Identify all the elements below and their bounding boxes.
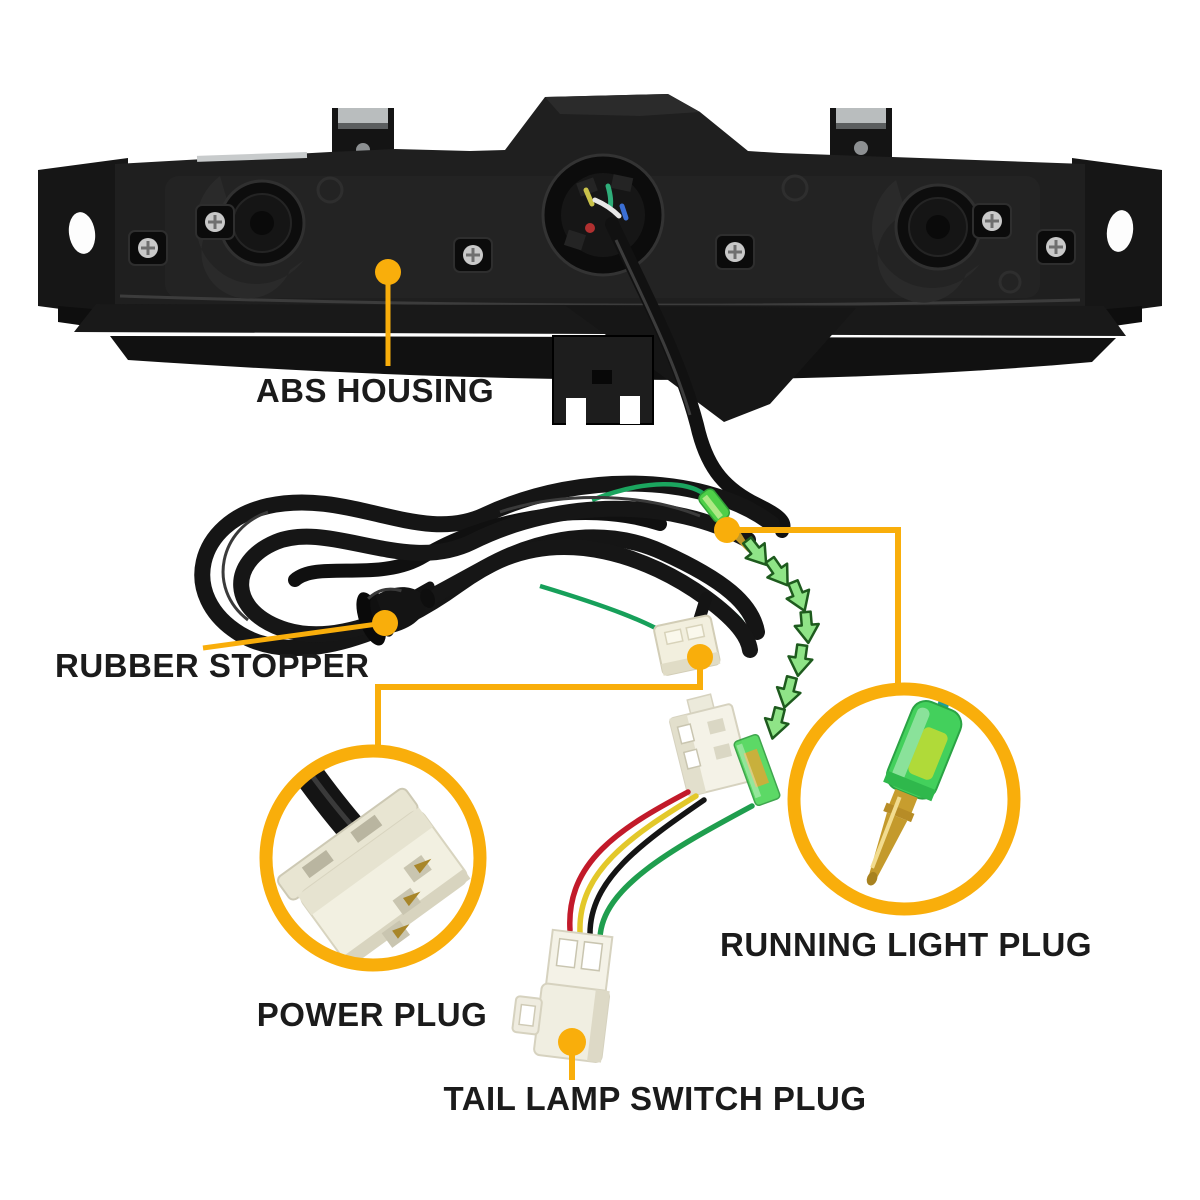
- pigtail-spade-terminal: [733, 733, 781, 807]
- tail-lamp-switch-plug-label: TAIL LAMP SWITCH PLUG: [443, 1080, 867, 1117]
- bulb-socket-cap-left: [196, 176, 306, 299]
- pigtail-top-connector: [669, 693, 751, 797]
- callout-lines: [202, 272, 901, 1080]
- running-light-plug-callout-circle: [787, 682, 1021, 916]
- tail-lamp-switch-pigtail: [511, 693, 781, 1063]
- center-socket-opening: [541, 153, 665, 277]
- power-plug-on-harness: [653, 614, 721, 676]
- callout-circles: [259, 682, 1021, 972]
- power-plug-callout-circle: [259, 744, 487, 972]
- running-light-plug-callout-content: [800, 695, 1008, 903]
- pigtail-bottom-connector: [511, 928, 614, 1063]
- abs-housing-photo: [38, 94, 1162, 426]
- pigtail-wires: [567, 789, 755, 941]
- bulb-socket-cap-right: [872, 180, 982, 303]
- center-mounting-tab: [552, 335, 654, 426]
- running-light-plug-label: RUNNING LIGHT PLUG: [720, 926, 1092, 963]
- main-cable: [605, 217, 791, 538]
- power-plug-callout-content: [272, 757, 474, 959]
- rubber-stopper-label: RUBBER STOPPER: [55, 647, 370, 684]
- housing-screws: [128, 203, 1076, 273]
- abs-housing-label: ABS HOUSING: [255, 372, 495, 409]
- callout-dots: [372, 259, 740, 1056]
- flow-arrow-icons: [741, 536, 820, 740]
- power-plug-pins: [381, 855, 432, 948]
- power-plug-label: POWER PLUG: [256, 996, 488, 1033]
